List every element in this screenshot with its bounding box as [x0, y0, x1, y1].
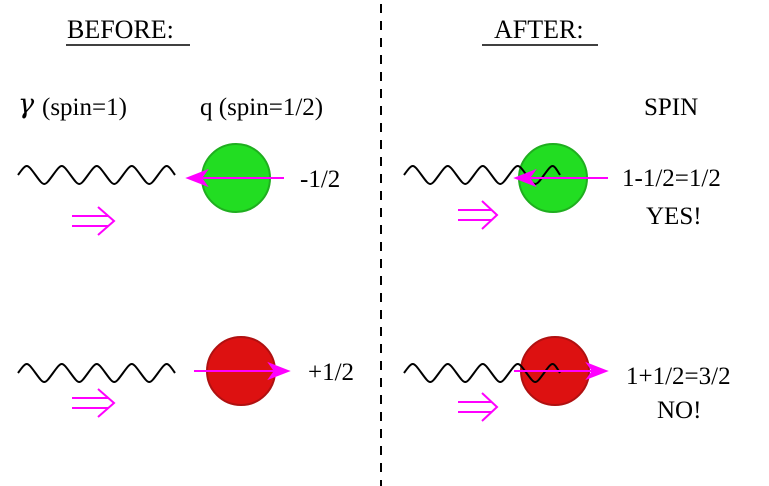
photon-spin-arrow-before-2	[72, 388, 116, 418]
photon-spin-arrow-after-2	[458, 392, 499, 422]
quark-spin-arrow-left-after	[513, 168, 608, 188]
quark-spin-value-before-1: -1/2	[300, 166, 340, 193]
photon-spin-arrow-after-1	[458, 200, 499, 230]
photon-spin-arrow-before-1	[72, 206, 116, 236]
photon-wave-before-2	[17, 363, 176, 383]
photon-wave-after-2	[403, 363, 561, 383]
spin-sum-row-2: 1+1/2=3/2	[626, 363, 731, 390]
quark-spin-label: q (spin=1/2)	[200, 94, 323, 121]
quark-spin-arrow-right-after	[514, 361, 609, 381]
quark-spin-arrow-right-before	[194, 361, 291, 381]
quark-spin-arrow-left-before	[185, 168, 284, 188]
verdict-row-1: YES!	[646, 203, 702, 230]
photon-wave-before-1	[17, 165, 176, 185]
spin-column-label: SPIN	[644, 94, 698, 121]
quark-spin-value-before-2: +1/2	[308, 359, 354, 386]
heading-before: BEFORE:	[67, 15, 174, 44]
heading-after: AFTER:	[494, 15, 584, 44]
verdict-row-2: NO!	[657, 397, 701, 424]
photon-symbol: γ	[18, 89, 35, 120]
photon-spin-label: (spin=1)	[42, 94, 127, 121]
spin-sum-row-1: 1-1/2=1/2	[622, 165, 721, 192]
photon-wave-after-1	[403, 165, 561, 185]
